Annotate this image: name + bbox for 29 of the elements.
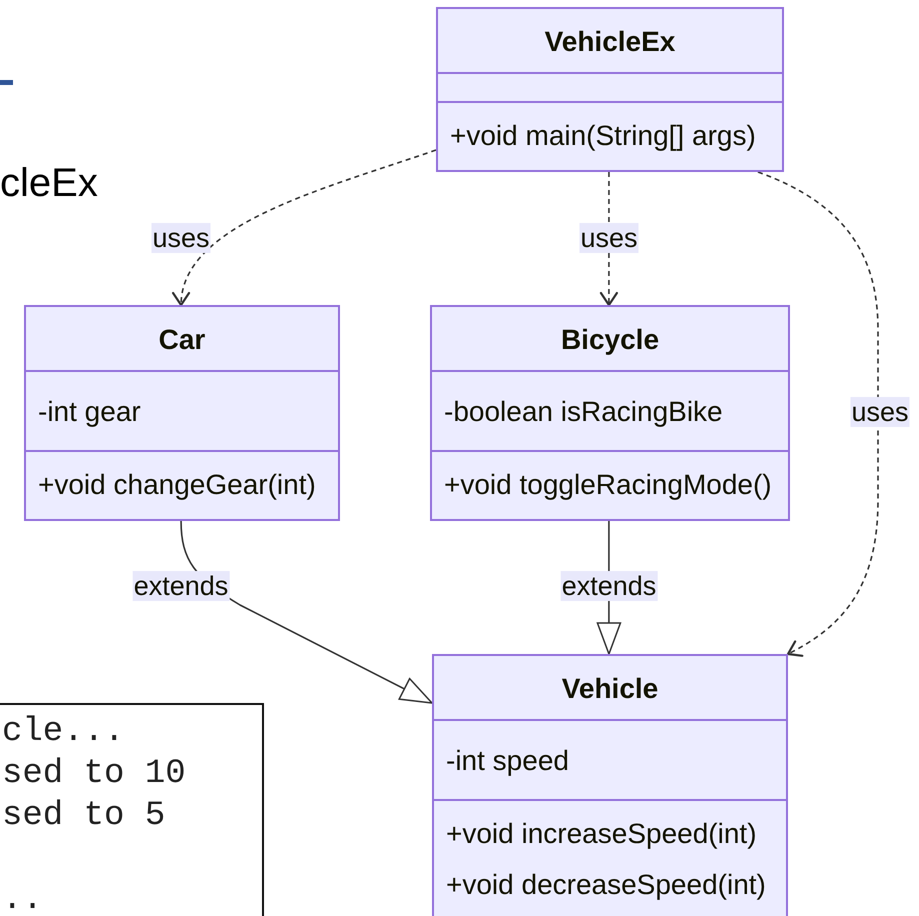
class-name: Car [158,323,206,357]
class-box [432,654,788,916]
class-box [430,305,790,521]
class-name: VehicleEx [544,25,676,59]
class-box [436,7,784,172]
edge-label: extends [560,571,658,601]
console-output-line: sed to 10 [2,759,186,789]
dependency-arrow [174,149,436,306]
console-output-line: .. [2,885,43,915]
console-output-line: sed to 5 [2,801,166,831]
attribute-text: -boolean isRacingBike [444,395,723,429]
class-box [24,305,340,521]
dependency-arrow [758,171,879,656]
edge-label: uses [579,223,639,253]
attribute-text: -int speed [446,744,569,778]
method-text: +void main(String[] args) [450,119,756,153]
method-text: +void toggleRacingMode() [444,468,772,502]
heading-text: cleEx [0,160,98,207]
method-text: +void changeGear(int) [38,468,316,502]
edge-label: uses [850,397,910,427]
class-name: Vehicle [562,672,658,706]
console-output-line: cle... [2,717,124,747]
attribute-text: -int gear [38,395,141,429]
class-name: Bicycle [560,323,660,357]
edge-label: extends [132,571,230,601]
console-output-box [0,703,264,916]
method-text: +void decreaseSpeed(int) [446,868,766,902]
edge-label: uses [151,223,211,253]
method-text: +void increaseSpeed(int) [446,817,757,851]
